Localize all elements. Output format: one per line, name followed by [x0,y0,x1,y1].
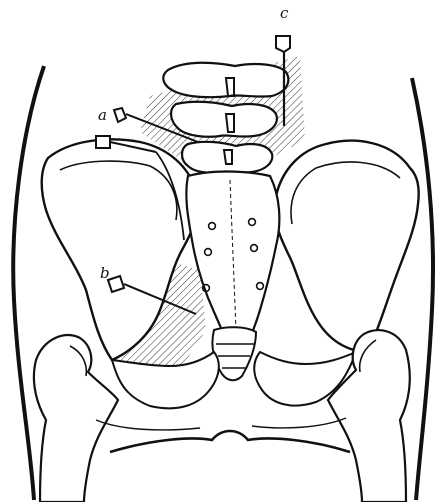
right-flank-outline [412,78,433,500]
lumbar-vertebra-3 [182,142,272,173]
gluteal-fold-left [96,420,200,430]
right-femur [328,330,410,502]
label-c: c [280,4,289,22]
left-flank-outline [13,66,44,500]
lumbar-vertebra-2 [171,102,277,137]
label-b: b [100,264,110,282]
right-iliac-wing [275,141,419,352]
pubic-arch [110,431,350,452]
left-femur [34,335,118,502]
gluteal-fold-right [252,418,346,428]
label-a: a [98,106,107,124]
